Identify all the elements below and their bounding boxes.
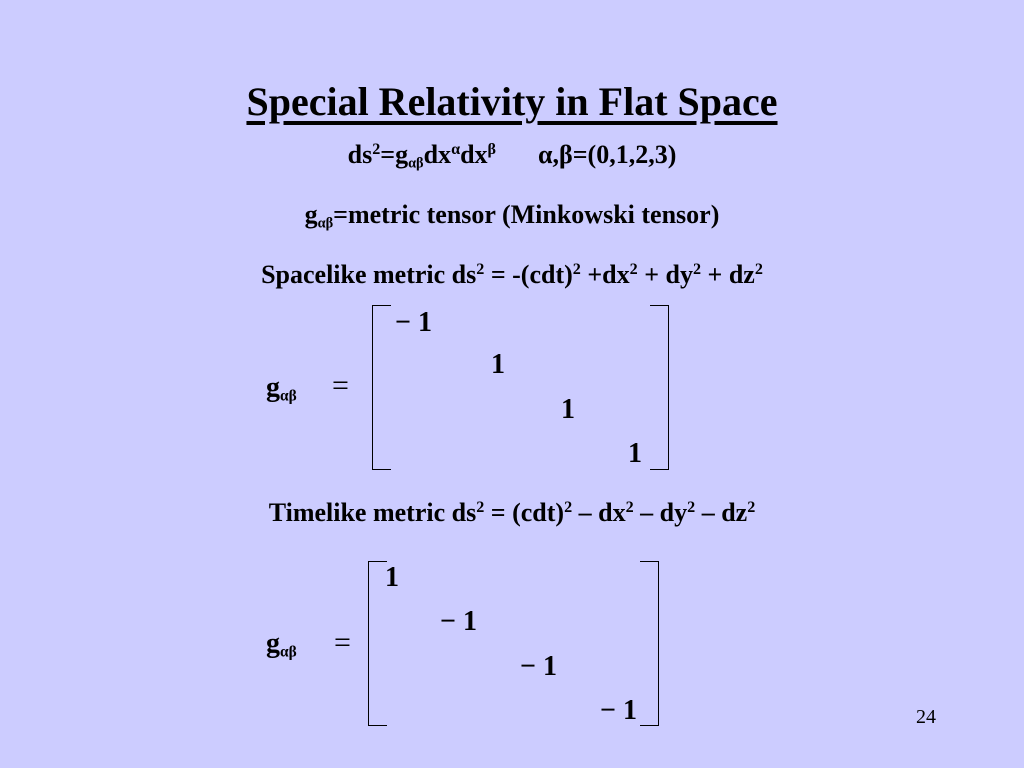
subscript-alpha-beta: αβ bbox=[317, 215, 334, 232]
subscript-alpha-beta: αβ bbox=[408, 155, 424, 172]
matrix2-entry-11: − 1 bbox=[440, 606, 477, 637]
superscript: 2 bbox=[629, 261, 638, 279]
superscript: 2 bbox=[747, 499, 756, 517]
matrix1-entry-11: 1 bbox=[491, 349, 505, 380]
superscript: 2 bbox=[692, 261, 702, 279]
matrix1-entry-33: 1 bbox=[628, 438, 642, 469]
equals-g-text: =g bbox=[380, 140, 409, 169]
superscript: 2 bbox=[476, 261, 485, 279]
text-part: +dx bbox=[580, 260, 630, 289]
matrix2-equals: = bbox=[334, 626, 351, 659]
spacelike-metric-equation: Spacelike metric ds2 = -(cdt)2 +dx2 + dy… bbox=[0, 260, 1024, 290]
superscript: 2 bbox=[754, 261, 763, 279]
superscript-alpha: α bbox=[451, 141, 461, 159]
superscript: 2 bbox=[564, 499, 573, 517]
text-part: + dy bbox=[637, 260, 693, 289]
matrix1-entry-22: 1 bbox=[561, 394, 575, 425]
timelike-metric-equation: Timelike metric ds2 = (cdt)2 – dx2 – dy2… bbox=[0, 498, 1024, 528]
matrix2-entry-33: − 1 bbox=[600, 695, 637, 726]
matrix1-left-bracket bbox=[372, 305, 391, 470]
superscript-beta: β bbox=[487, 141, 497, 159]
definition-text: =metric tensor (Minkowski tensor) bbox=[333, 200, 720, 229]
page-number: 24 bbox=[916, 706, 936, 728]
slide-title: Special Relativity in Flat Space bbox=[246, 79, 778, 124]
text-part: – dz bbox=[695, 498, 748, 527]
text-part: Spacelike metric ds bbox=[261, 260, 477, 289]
text-part: = -(cdt) bbox=[484, 260, 573, 289]
dx-text: dx bbox=[460, 140, 488, 169]
superscript: 2 bbox=[476, 499, 485, 517]
text-part: = (cdt) bbox=[484, 498, 565, 527]
text-part: – dy bbox=[633, 498, 688, 527]
subscript-alpha-beta: αβ bbox=[280, 643, 297, 661]
matrix1-g-label: gαβ bbox=[266, 372, 297, 404]
dx-text: dx bbox=[423, 140, 452, 169]
matrix2-right-bracket bbox=[640, 561, 659, 726]
superscript: 2 bbox=[372, 141, 381, 159]
g-text: g bbox=[266, 628, 280, 659]
g-text: g bbox=[304, 200, 318, 229]
index-range: α,β=(0,1,2,3) bbox=[538, 140, 677, 169]
matrix1-entry-00: − 1 bbox=[395, 307, 432, 338]
text-part: – dx bbox=[572, 498, 626, 527]
text-part: + dz bbox=[701, 260, 755, 289]
matrix1-equals: = bbox=[332, 369, 349, 402]
matrix2-entry-00: 1 bbox=[385, 562, 399, 593]
metric-tensor-definition: gαβ=metric tensor (Minkowski tensor) bbox=[0, 200, 1024, 230]
g-text: g bbox=[266, 372, 280, 403]
superscript: 2 bbox=[625, 499, 634, 517]
matrix2-g-label: gαβ bbox=[266, 628, 297, 660]
matrix1-right-bracket bbox=[650, 305, 669, 470]
subscript-alpha-beta: αβ bbox=[280, 387, 297, 405]
superscript: 2 bbox=[572, 261, 581, 279]
superscript: 2 bbox=[687, 499, 696, 517]
ds-text: ds bbox=[347, 140, 373, 169]
matrix2-left-bracket bbox=[368, 561, 387, 726]
text-part: Timelike metric ds bbox=[268, 498, 477, 527]
matrix2-entry-22: − 1 bbox=[520, 651, 557, 682]
